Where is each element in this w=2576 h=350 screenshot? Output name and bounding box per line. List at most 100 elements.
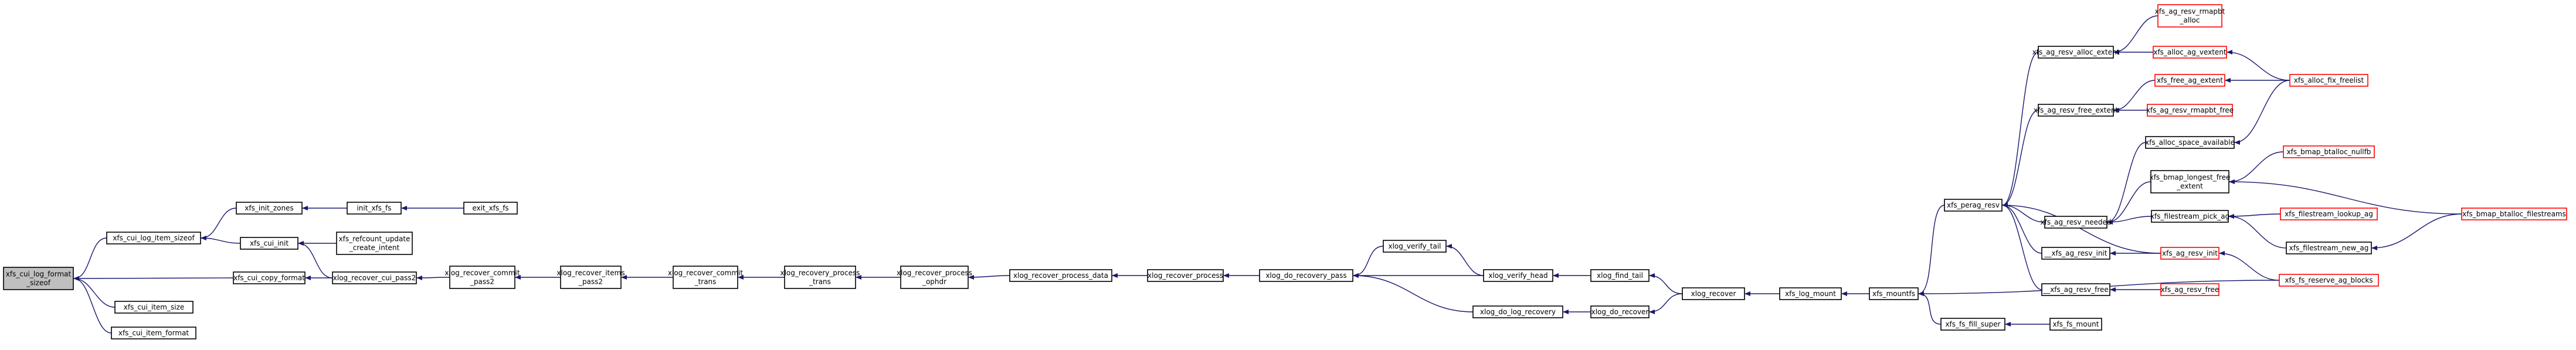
node-box bbox=[1869, 287, 1919, 300]
node-verify-tail[interactable]: xlog_verify_tail bbox=[1383, 240, 1447, 253]
node-label: xlog_recover_process_data bbox=[1013, 271, 1108, 280]
node-verify-head[interactable]: xlog_verify_head bbox=[1483, 269, 1553, 282]
node-ag-resv-init[interactable]: xfs_ag_resv_init bbox=[2160, 247, 2219, 260]
node-alloc-space-available[interactable]: xfs_alloc_space_available bbox=[2145, 136, 2235, 149]
node-label: xlog_recover bbox=[1691, 290, 1736, 298]
edge-cui_init-to-cui_log_item_sizeof bbox=[201, 236, 241, 244]
node-label: xfs_ag_resv_free_extent bbox=[2034, 106, 2119, 114]
node-log-mount[interactable]: xfs_log_mount bbox=[1779, 287, 1842, 300]
node-box bbox=[2145, 136, 2235, 149]
node-root[interactable]: xfs_cui_log_format_sizeof bbox=[3, 267, 74, 290]
node-exit-xfs-fs[interactable]: exit_xfs_fs bbox=[463, 202, 518, 215]
node-box bbox=[240, 237, 298, 250]
node-label: xlog_verify_tail bbox=[1389, 242, 1441, 250]
node-filestream-new-ag[interactable]: xfs_filestream_new_ag bbox=[2286, 242, 2372, 254]
node-init-zones[interactable]: xfs_init_zones bbox=[236, 202, 303, 215]
node-process-data[interactable]: xlog_recover_process_data bbox=[1009, 269, 1112, 282]
node-label: xfs_filestream_new_ag bbox=[2289, 244, 2369, 252]
node-filestream-pick-ag[interactable]: xfs_filestream_pick_ag bbox=[2150, 210, 2229, 223]
node-box bbox=[2038, 46, 2114, 59]
node-mountfs[interactable]: xfs_mountfs bbox=[1869, 287, 1919, 300]
node-refcount-update[interactable]: xfs_refcount_update_create_intent bbox=[336, 232, 413, 255]
node-label: __xfs_ag_resv_init bbox=[2044, 249, 2107, 257]
node-box bbox=[2461, 208, 2567, 220]
node-box bbox=[336, 232, 413, 255]
node-box bbox=[1483, 269, 1553, 282]
node-label: xfs_ag_resv_rmapbt_free bbox=[2146, 106, 2234, 114]
node-cui-init[interactable]: xfs_cui_init bbox=[240, 237, 298, 250]
node-do-recover[interactable]: xlog_do_recover bbox=[1590, 305, 1650, 318]
node-box bbox=[1147, 269, 1224, 282]
node-ag-resv-free[interactable]: xfs_ag_resv_free bbox=[2160, 283, 2219, 296]
node-box bbox=[560, 266, 622, 289]
node-ag-resv-rmapbt-free[interactable]: xfs_ag_resv_rmapbt_free bbox=[2146, 104, 2234, 117]
node-box bbox=[347, 202, 402, 215]
node-ag-resv-free-extent[interactable]: xfs_ag_resv_free_extent bbox=[2034, 104, 2119, 117]
node-ag-resv-rmapbt-alloc[interactable]: xfs_ag_resv_rmapbt_alloc bbox=[2155, 4, 2225, 28]
node-label: _trans bbox=[809, 278, 831, 286]
node-fs-reserve-ag-blocks[interactable]: xfs_fs_reserve_ag_blocks bbox=[2279, 274, 2379, 287]
node-recover-process[interactable]: xlog_recover_process bbox=[1147, 269, 1224, 282]
node-do-log-recovery[interactable]: xlog_do_log_recovery bbox=[1472, 305, 1563, 318]
node-label: xfs_ag_resv_alloc_extent bbox=[2032, 48, 2120, 56]
node-recover-cui-pass2[interactable]: xlog_recover_cui_pass2 bbox=[332, 271, 417, 284]
node-init-xfs-fs[interactable]: init_xfs_fs bbox=[347, 202, 402, 215]
node-box bbox=[2160, 283, 2219, 296]
node-label: xfs_fs_fill_super bbox=[1945, 320, 2000, 328]
node-label: _ophdr bbox=[922, 278, 946, 286]
node-alloc-fix-freelist[interactable]: xfs_alloc_fix_freelist bbox=[2289, 74, 2368, 87]
node-box bbox=[2049, 318, 2102, 331]
node-bmap-btalloc-filestreams[interactable]: xfs_bmap_btalloc_filestreams bbox=[2461, 208, 2567, 220]
edge-cui_item_format-to-root bbox=[73, 276, 112, 334]
node-box bbox=[2279, 274, 2379, 287]
node-commit-pass2[interactable]: xlog_recover_commit_pass2 bbox=[444, 266, 520, 289]
edge-fs_reserve_ag_blocks-to-ag_resv_init bbox=[2219, 251, 2280, 281]
node-label: _trans bbox=[694, 278, 717, 286]
node-box bbox=[111, 327, 196, 339]
node-commit-trans[interactable]: xlog_recover_commit_trans bbox=[668, 266, 743, 289]
node-do-recovery-pass[interactable]: xlog_do_recovery_pass bbox=[1259, 269, 1353, 282]
node-label: xlog_find_tail bbox=[1597, 271, 1643, 280]
node-bmap-btalloc-nullfb[interactable]: xfs_bmap_btalloc_nullfb bbox=[2283, 145, 2375, 158]
node-ag-resv-free-u[interactable]: __xfs_ag_resv_free bbox=[2041, 283, 2110, 296]
node-bmap-longest-free[interactable]: xfs_bmap_longest_free_extent bbox=[2150, 170, 2231, 193]
node-process-ophdr[interactable]: xlog_recover_process_ophdr bbox=[897, 266, 972, 289]
node-box bbox=[2041, 247, 2110, 260]
node-cui-item-format[interactable]: xfs_cui_item_format bbox=[111, 327, 196, 339]
node-label: init_xfs_fs bbox=[357, 204, 391, 212]
edge-verify_tail-to-do_recovery_pass bbox=[1353, 246, 1384, 278]
node-free-ag-extent[interactable]: xfs_free_ag_extent bbox=[2154, 74, 2225, 87]
edge-alloc_fix_freelist-to-alloc_space_available bbox=[2234, 80, 2290, 145]
node-fs-fill-super[interactable]: xfs_fs_fill_super bbox=[1940, 318, 2005, 331]
node-label: _sizeof bbox=[26, 279, 51, 287]
node-box bbox=[2286, 242, 2372, 254]
node-perag-resv[interactable]: xfs_perag_resv bbox=[1944, 199, 2003, 212]
node-alloc-ag-vextent[interactable]: xfs_alloc_ag_vextent bbox=[2153, 46, 2227, 59]
edge-do_log_recovery-to-do_recovery_pass bbox=[1353, 273, 1474, 312]
node-label: xlog_recover_commit bbox=[444, 269, 520, 277]
node-ag-resv-needed[interactable]: xfs_ag_resv_needed bbox=[2041, 216, 2112, 229]
node-ag-resv-alloc-extent[interactable]: xfs_ag_resv_alloc_extent bbox=[2032, 46, 2120, 59]
edge-bmap_btalloc_nullfb-to-bmap_longest_free bbox=[2229, 151, 2284, 184]
node-label: xfs_refcount_update bbox=[339, 235, 410, 243]
node-ag-resv-init-u[interactable]: __xfs_ag_resv_init bbox=[2041, 247, 2110, 260]
edge-free_ag_extent-to-ag_resv_free_extent bbox=[2113, 80, 2156, 113]
node-process-trans[interactable]: xlog_recovery_process_trans bbox=[780, 266, 860, 289]
node-box bbox=[1383, 240, 1447, 253]
node-cui-copy-format[interactable]: xfs_cui_copy_format bbox=[233, 271, 306, 284]
node-filestream-lookup-ag[interactable]: xfs_filestream_lookup_ag bbox=[2280, 208, 2378, 220]
node-box bbox=[673, 266, 738, 289]
node-find-tail[interactable]: xlog_find_tail bbox=[1590, 269, 1650, 282]
node-fs-mount[interactable]: xfs_fs_mount bbox=[2049, 318, 2102, 331]
node-label: xfs_cui_log_item_sizeof bbox=[113, 234, 195, 242]
node-box bbox=[332, 271, 417, 284]
edge-cui_log_item_sizeof-to-root bbox=[73, 237, 107, 281]
node-label: xfs_filestream_pick_ag bbox=[2150, 212, 2229, 220]
node-items-pass2[interactable]: xlog_recover_items_pass2 bbox=[556, 266, 625, 289]
node-box bbox=[1259, 269, 1353, 282]
node-xlog-recover[interactable]: xlog_recover bbox=[1682, 287, 1745, 300]
node-cui-log-item-sizeof[interactable]: xfs_cui_log_item_sizeof bbox=[106, 232, 201, 244]
node-box bbox=[1009, 269, 1112, 282]
node-cui-item-size[interactable]: xfs_cui_item_size bbox=[114, 301, 194, 314]
edge-alloc_space_available-to-ag_resv_needed bbox=[2107, 142, 2146, 225]
